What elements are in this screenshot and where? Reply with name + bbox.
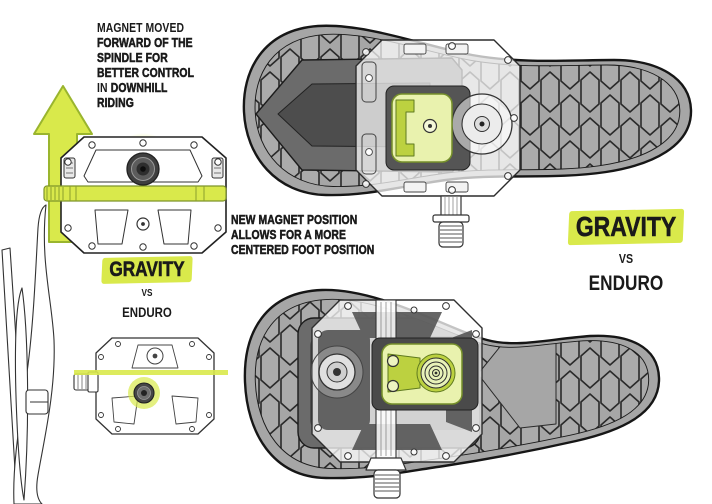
enduro-pedal-illustration [73, 337, 228, 435]
annotation-line: DOWNHILL [110, 80, 168, 96]
shoe-sole-top-illustration [242, 24, 693, 248]
enduro-label: ENDURO [122, 304, 172, 320]
gravity-label: GRAVITY [573, 211, 678, 243]
gravity-label: GRAVITY [107, 258, 187, 282]
right-comparison-label: GRAVITY VS ENDURO [540, 211, 712, 296]
magnet [126, 152, 160, 186]
center-annotation: NEW MAGNET POSITION ALLOWS FOR A MORE CE… [231, 212, 421, 258]
annotation-line: SPINDLE FOR [97, 50, 168, 66]
annotation-line: RIDING [97, 95, 134, 111]
annotation-line: NEW MAGNET POSITION [231, 212, 358, 228]
annotation-line: FORWARD OF THE [97, 35, 193, 51]
gravity-pedal-illustration [43, 133, 227, 254]
pedal-overlay-top [355, 39, 521, 248]
spindle-threads [365, 457, 407, 499]
annotation-line: IN [97, 80, 108, 95]
versus-label: VS [141, 288, 153, 299]
crank-arm-illustration [1, 204, 55, 504]
left-comparison-label: GRAVITY VS ENDURO [86, 258, 208, 320]
pedal-spindle-highlight [43, 185, 227, 202]
annotation-line: CENTERED FOOT POSITION [231, 242, 375, 258]
pedal-overlay-bottom [310, 299, 483, 499]
annotation-line: ALLOWS FOR A MORE [231, 227, 346, 243]
spindle [432, 195, 470, 248]
annotation-line: BETTER CONTROL [97, 65, 195, 81]
left-annotation: MAGNET MOVED FORWARD OF THE SPINDLE FOR … [97, 20, 257, 110]
shoe-sole-bottom-illustration [243, 288, 661, 499]
enduro-label: ENDURO [588, 272, 664, 295]
magnet-plate [381, 343, 463, 405]
magnet-plate [391, 93, 453, 163]
versus-label: VS [618, 251, 634, 266]
spindle-axis-line [74, 370, 228, 375]
annotation-line: MAGNET MOVED [97, 20, 185, 35]
magnet [133, 382, 155, 404]
